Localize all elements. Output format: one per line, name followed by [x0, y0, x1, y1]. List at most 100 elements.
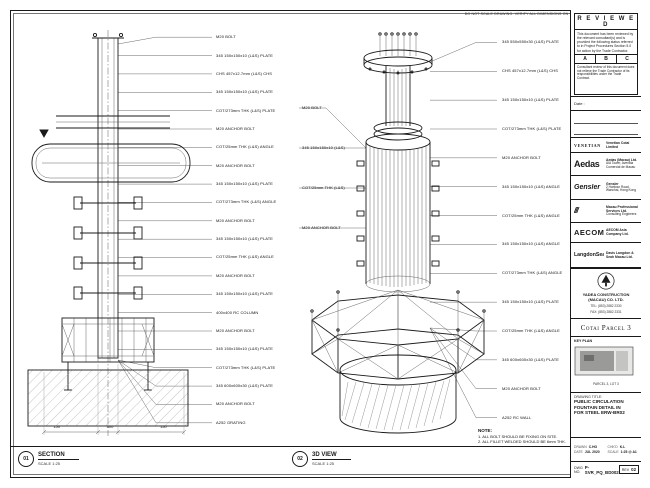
- consultant-name: Gensler: [606, 181, 619, 186]
- drawing-title-cell: DRAWING TITLE: PUBLIC CIRCULATION FOUNTA…: [571, 393, 641, 438]
- meta-value: JUL 2020: [584, 449, 600, 454]
- callout-label: M20 BOLT: [302, 105, 322, 110]
- callout-label: COT/273mm THK (L&S) ANGLE: [216, 199, 277, 205]
- callout-label: COT/25mm THK (L&S) ANGLE: [502, 212, 560, 218]
- stamp-status-option: C: [625, 56, 629, 63]
- aecom-logo: AECOM: [574, 227, 604, 237]
- consultant-name: AECOM Asia Company Ltd.: [606, 228, 629, 237]
- stamp-title: R E V I E W E D: [575, 14, 637, 30]
- venetian-logo: VENETIAN: [574, 142, 601, 148]
- stamp-status-option: B: [596, 55, 617, 64]
- mps-logo-icon: ///: [574, 206, 579, 216]
- project-name: Cotai Parcel 3: [571, 319, 641, 338]
- drawing-title-line: PUBLIC CIRCULATION: [574, 398, 624, 404]
- langdon-seah-logo: LangdonSeah: [574, 251, 604, 258]
- aedas-logo: Aedas: [574, 159, 600, 170]
- consultant-row-mps: /// Macau Professional Services Ltd. Con…: [571, 200, 641, 223]
- meta-item: DATE JUL 2020: [574, 450, 605, 454]
- callout-label: M20 ANCHOR BOLT: [502, 154, 541, 160]
- consultant-row-venetian: VENETIAN Venetian Cotai Limited: [571, 138, 641, 154]
- callout-label: COT/273mm THK (L&S) ANGLE: [502, 270, 563, 276]
- stamp-date-row: Date :: [571, 97, 641, 111]
- signature-line: [574, 124, 638, 135]
- notes-items: 1. ALL BOLT SHOULD BE FIXING ON SITE.2. …: [478, 434, 566, 444]
- view-scale: SCALE 1:25: [312, 461, 335, 466]
- key-plan-label: KEY PLAN: [574, 339, 593, 344]
- tree-logo-icon: [597, 272, 615, 290]
- callout-label: A252 RC WALL: [502, 414, 532, 420]
- consultant-detail: 2 Harbour Road, Wanchai, Hong Kong: [606, 184, 637, 193]
- meta-value: K.L: [619, 444, 626, 449]
- consultant-row-aedas: Aedas Aedas (Macau) Ltd. AIA Tower, Aven…: [571, 153, 641, 177]
- title-block-column: R E V I E W E D This document has been r…: [570, 10, 641, 478]
- callout-label: 345 600x600x30 (L&S) PLATE: [502, 356, 560, 362]
- iso-callout-labels-left: M20 BOLT 345 150x150x10 (L&S) PLATE COT/25…: [302, 88, 346, 248]
- contractor-tel: TEL: (853) 2882 2330: [590, 304, 622, 309]
- callout-label: COT/25mm THK (L&S) ANGLE: [302, 185, 346, 190]
- callout-label: M20 BOLT: [216, 34, 236, 40]
- callout-label: 345 150x150x10 (L&S) PLATE: [216, 291, 274, 297]
- callout-label: M20 ANCHOR BOLT: [216, 125, 255, 131]
- callout-label: COT/273mm THK (L&S) PLATE: [216, 107, 276, 113]
- callout-label: 345 150x150x10 (L&S) PLATE: [216, 346, 274, 352]
- rev-label: REV: [621, 468, 630, 473]
- callout-label: COT/273mm THK (L&S) PLATE: [502, 126, 562, 131]
- callout-label: COT/25mm THK (L&S) ANGLE: [216, 254, 274, 260]
- consultant-row-gensler: Gensler Gensler 2 Harbour Road, Wanchai,…: [571, 176, 641, 200]
- view-number-bubble: 01: [18, 451, 34, 467]
- section-view-drawing: [27, 30, 212, 436]
- stamp-footer-text: Consultant review of this document does …: [577, 64, 635, 81]
- callout-label: M20 ANCHOR BOLT: [502, 385, 541, 391]
- callout-label: A252 GRATING: [216, 419, 246, 425]
- callout-label: 345 150x150x10 (L&S) PLATE: [216, 89, 274, 95]
- drawing-title-line: FOUNTAIN DETAIL IN: [574, 404, 621, 410]
- consultant-row-aecom: AECOM AECOM Asia Company Ltd.: [571, 223, 641, 243]
- callout-label: M20 ANCHOR BOLT: [216, 272, 255, 278]
- consultant-name: Aedas (Macau) Ltd.: [606, 158, 638, 163]
- notes-block: NOTE: 1. ALL BOLT SHOULD BE FIXING ON SI…: [478, 428, 566, 444]
- meta-item: DRAWN C.HO: [574, 445, 605, 449]
- view-title: 3D VIEW: [312, 452, 351, 460]
- meta-item: SCALE 1:25 @ A1: [608, 450, 639, 454]
- callout-label: 345 600x600x30 (L&S) PLATE: [216, 383, 274, 388]
- consultant-name: Macau Professional Services Ltd.: [606, 204, 638, 213]
- callout-label: M20 ANCHOR BOLT: [216, 327, 255, 333]
- meta-item: CHK'D K.L: [608, 445, 639, 449]
- callout-label: M20 ANCHOR BOLT: [302, 225, 341, 230]
- callout-label: 345 150x150x10 (L&S) PLATE: [302, 145, 346, 150]
- callout-label: 345 150x150x10 (L&S) PLATE: [502, 97, 560, 103]
- callout-label: M20 ANCHOR BOLT: [216, 217, 255, 223]
- callout-label: 400x400 RC COLUMN: [216, 309, 259, 315]
- stamp-body-text: This document has been reviewed by the r…: [577, 31, 634, 53]
- contractor-fax: FAX: (853) 2882 2331: [590, 310, 622, 315]
- callout-label: CHS 457x12.7mm (L&S) CHS: [216, 70, 272, 76]
- meta-label: DRAWN: [574, 444, 587, 449]
- callout-label: COT/25mm THK (L&S) ANGLE: [216, 144, 274, 150]
- note-item: 2. ALL FILLET WELDED SHOULD BE 6mm THK.: [478, 439, 566, 445]
- meta-label: DATE: [574, 449, 583, 454]
- signature-area: [571, 111, 641, 139]
- sheet-top-note: DO NOT SCALE DRAWING. VERIFY ALL DIMENSI…: [464, 12, 634, 16]
- meta-value: C.HO: [588, 444, 598, 449]
- callout-label: M20 ANCHOR BOLT: [216, 162, 255, 168]
- consultant-row-langdonseah: LangdonSeah Davis Langdon & Seah Macau L…: [571, 243, 641, 268]
- dwg-number: P-SVR_PQ_BD002: [584, 464, 619, 475]
- key-plan-thumbnail: [574, 346, 634, 376]
- view-title-strip: 01 SECTION SCALE 1:25 02 3D VIEW SCALE 1…: [10, 446, 570, 479]
- meta-value: 1:25 @ A1: [620, 449, 637, 454]
- view-scale: SCALE 1:25: [38, 461, 61, 466]
- dimension-value: 150: [53, 424, 60, 429]
- iso-view-marker: 02 3D VIEW SCALE 1:25: [292, 451, 351, 467]
- callout-label: 345 150x150x10 (L&S) PLATE: [216, 52, 274, 58]
- drawing-title-label: DRAWING TITLE:: [574, 394, 603, 399]
- callout-label: 345 150x150x10 (L&S) ANGLE: [502, 183, 560, 189]
- contractor-name: YADEA CONSTRUCTION (MACAU) CO. LTD.: [582, 292, 630, 303]
- callout-label: CHS 457x12.7mm (L&S) CHS: [502, 68, 558, 74]
- consultant-detail: Consulting Engineers: [606, 211, 637, 216]
- rev-value: 02: [631, 467, 637, 473]
- consultant-name: Venetian Cotai Limited: [606, 141, 630, 150]
